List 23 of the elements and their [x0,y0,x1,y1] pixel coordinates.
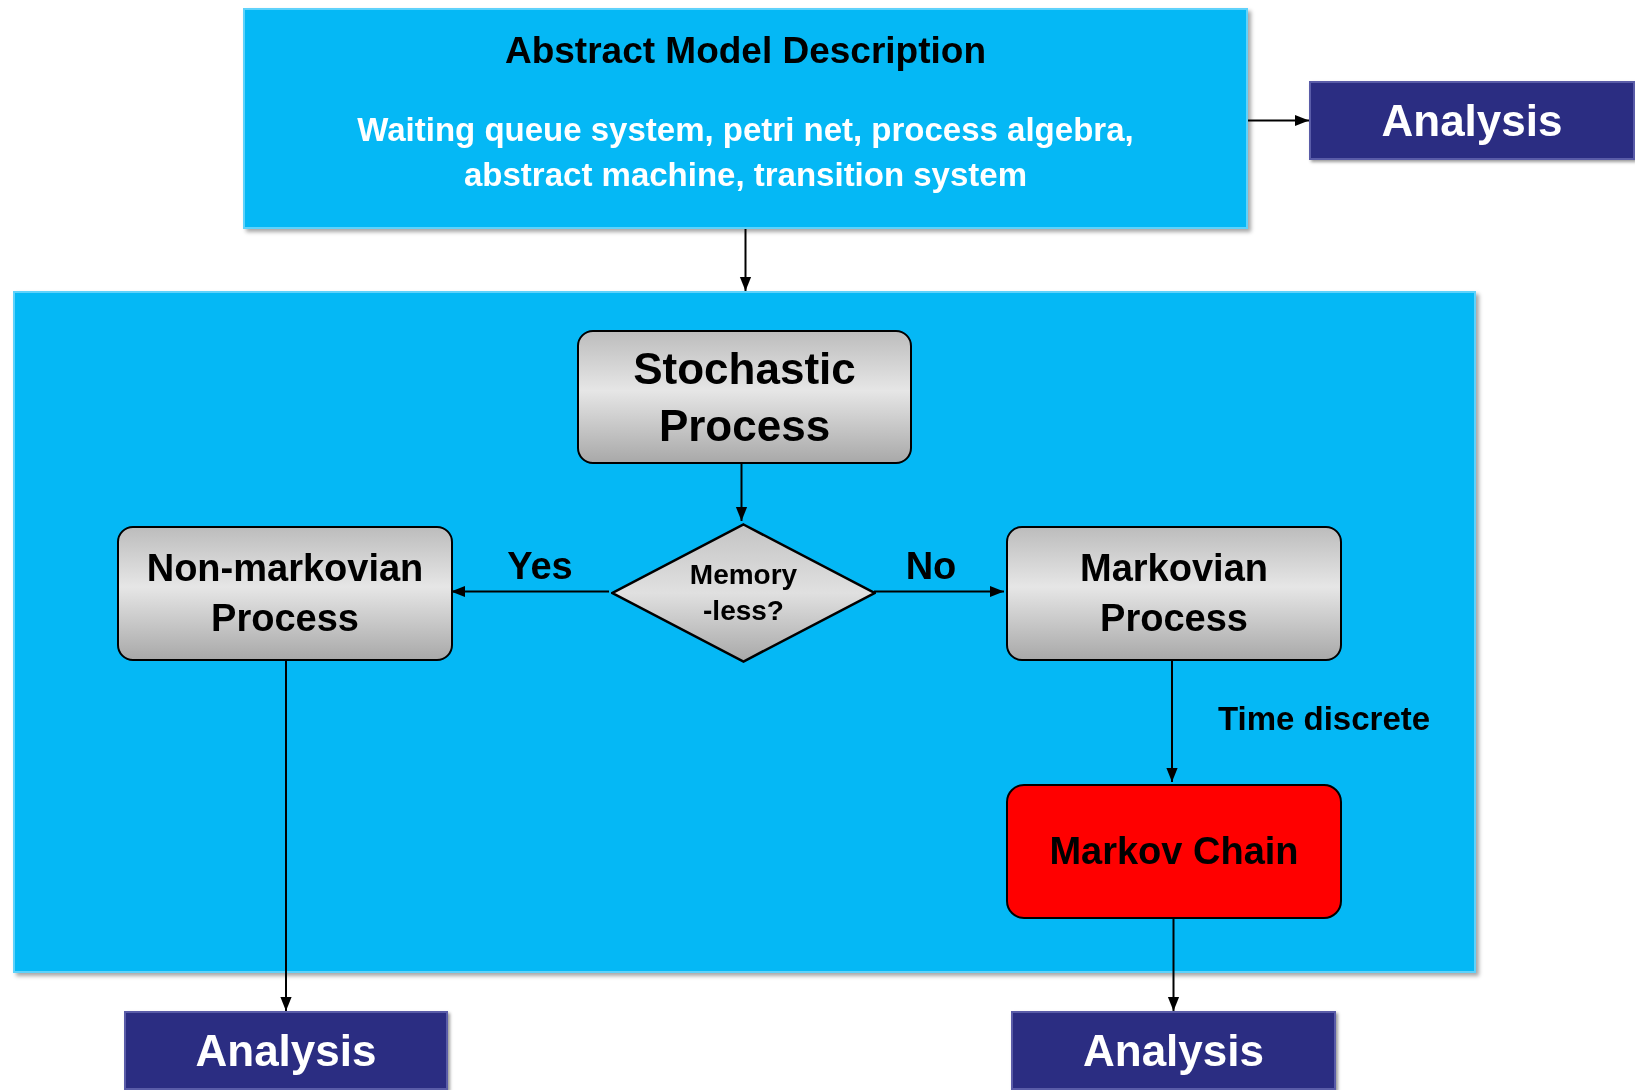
process-box: Non-markovian Process [117,526,453,661]
edge-label: Yes [507,544,573,588]
arrow [873,585,1005,598]
box-heading: Abstract Model Description [504,30,987,72]
analysis-box: Analysis [1309,81,1635,160]
box-description: Waiting queue system, petri net, process algebra, abstract machine, transition system [356,110,1135,195]
process-panel [13,291,1476,973]
arrow [1166,658,1178,783]
process-box: Markovian Process [1006,526,1342,661]
arrow [739,228,752,292]
arrow [1167,916,1180,1012]
process-box: Markov Chain [1006,784,1342,919]
edge-label: No [905,544,957,588]
analysis-box: Analysis [1011,1011,1336,1090]
decision-diamond: Memory -less? [611,523,876,663]
arrow [735,461,748,522]
analysis-box: Analysis [124,1011,448,1090]
arrow [1247,114,1310,127]
arrow [280,658,292,1012]
description-box [243,8,1248,229]
arrow [450,585,610,598]
process-box: Stochastic Process [577,330,912,464]
edge-label: Time discrete [1217,700,1431,738]
